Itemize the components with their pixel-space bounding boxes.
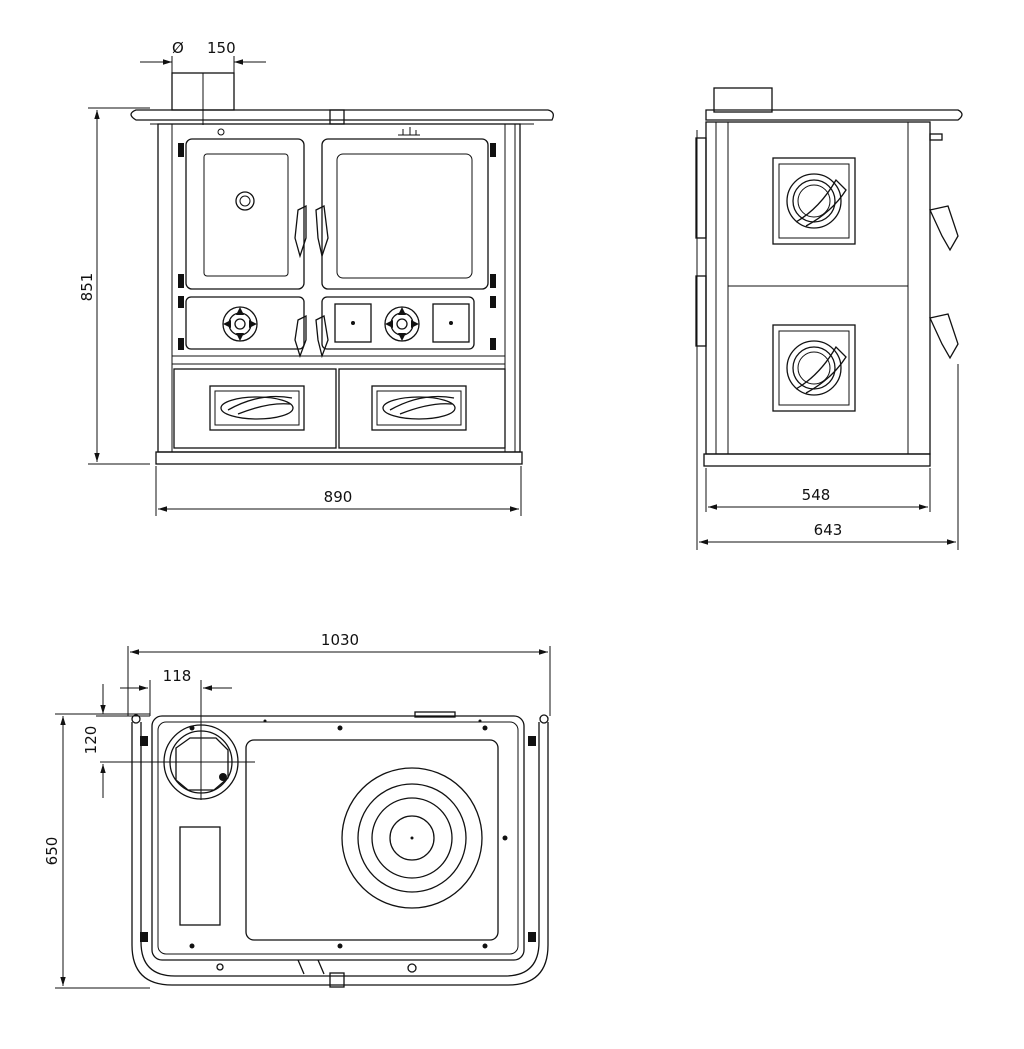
thermometer-icon [235, 191, 255, 211]
cooking-rings [341, 767, 483, 909]
door-handle-icon [929, 205, 959, 252]
towel-rail [131, 722, 549, 986]
dimension-flue-diameter: Ø 150 [140, 39, 266, 73]
towel-rail-bracket [329, 109, 345, 125]
flue-diameter-label: 150 [207, 39, 236, 57]
plinth [703, 453, 931, 467]
width-label: 890 [324, 488, 353, 506]
dimension-flue-offset-y: 120 [82, 684, 150, 798]
dimension-depth-body: 548 [705, 468, 931, 512]
ash-door [185, 296, 305, 350]
dimension-height: 851 [78, 107, 150, 465]
drawer-right [338, 368, 506, 449]
dimension-flue-offset-x: 118 [120, 667, 232, 716]
dimension-depth-total: 643 [696, 130, 959, 550]
diameter-symbol: Ø [172, 39, 184, 57]
depth-total-label: 643 [814, 521, 843, 539]
vent-panel [432, 303, 470, 343]
dimension-width-total: 1030 [127, 631, 551, 716]
depth-total-top-label: 650 [43, 837, 61, 866]
door-handle-icon [315, 315, 329, 359]
top-view: 1030 118 120 650 [43, 631, 551, 989]
drawer-emblem [371, 385, 467, 431]
hotplate [245, 739, 499, 941]
width-total-label: 1030 [321, 631, 359, 649]
top-plate [130, 109, 554, 121]
door-handle-icon [294, 314, 307, 359]
flue-offset-x-label: 118 [163, 667, 192, 685]
height-label: 851 [78, 273, 96, 302]
flue-pipe [713, 87, 773, 113]
depth-body-label: 548 [802, 486, 831, 504]
ash-slot [179, 826, 221, 926]
stove-body [705, 121, 931, 455]
firebox-door [185, 138, 305, 290]
lower-oven-door [321, 296, 475, 350]
air-regulator-icon [384, 306, 420, 342]
side-emblem-lower [772, 324, 856, 412]
dimension-depth-total-top: 650 [43, 713, 150, 989]
air-regulator-icon [222, 306, 258, 342]
front-view: Ø 150 851 890 [78, 39, 554, 516]
door-handle-icon [929, 313, 959, 360]
dimension-width: 890 [155, 466, 522, 516]
door-handle-icon [315, 205, 329, 259]
oven-door [321, 138, 489, 290]
plinth [155, 451, 523, 465]
side-emblem-upper [772, 157, 856, 245]
door-handle-icon [294, 204, 307, 259]
vent-panel [334, 303, 372, 343]
side-view: 548 643 [695, 87, 963, 550]
drawer-emblem [209, 385, 305, 431]
cooktop [151, 715, 525, 961]
flue-offset-y-label: 120 [82, 726, 100, 755]
top-plate [705, 109, 963, 121]
drawer-left [173, 368, 337, 449]
